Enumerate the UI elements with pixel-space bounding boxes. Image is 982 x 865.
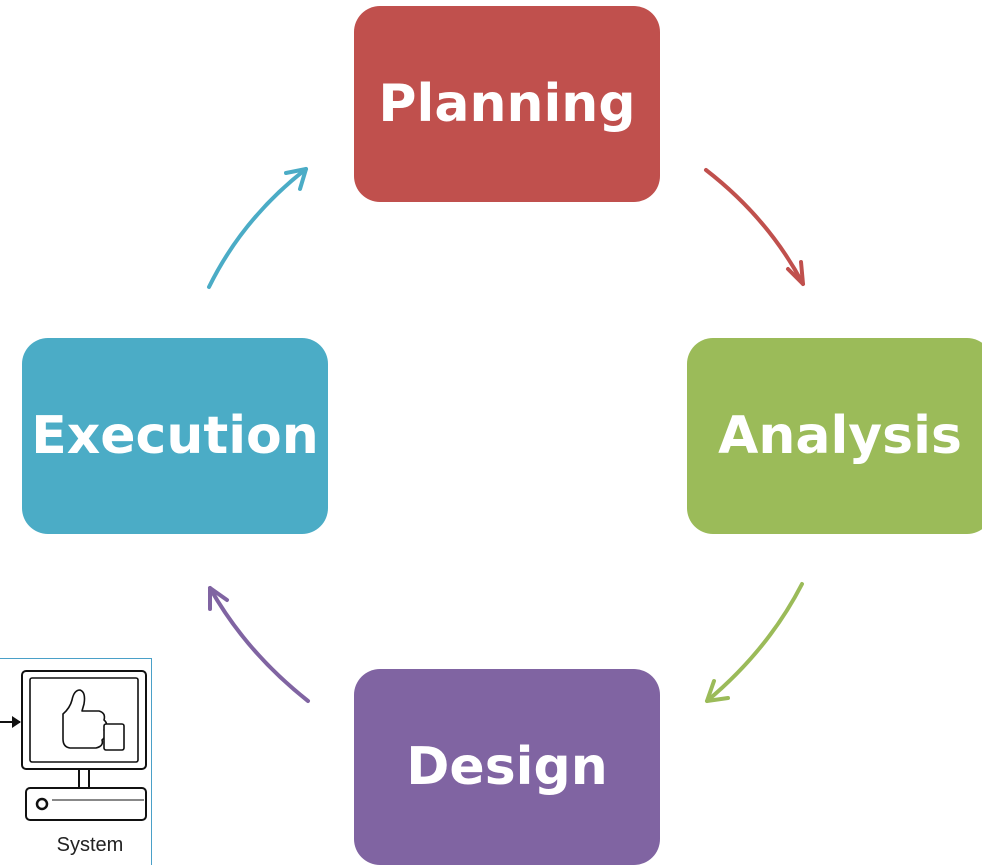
planning-step: Planning <box>354 6 660 202</box>
execution-step: Execution <box>22 338 328 534</box>
planning-label: Planning <box>378 74 636 134</box>
arrow-execution-to-planning <box>207 167 308 289</box>
design-label: Design <box>406 737 608 797</box>
design-step: Design <box>354 669 660 865</box>
analysis-step: Analysis <box>687 338 982 534</box>
arrow-planning-to-analysis <box>704 168 805 286</box>
system-label: System <box>56 834 124 856</box>
analysis-label: Analysis <box>718 406 962 466</box>
thumbs-up-monitor-icon <box>0 670 147 821</box>
arrow-design-to-execution <box>208 586 310 703</box>
arrow-analysis-to-design <box>705 582 804 703</box>
execution-label: Execution <box>31 406 319 466</box>
